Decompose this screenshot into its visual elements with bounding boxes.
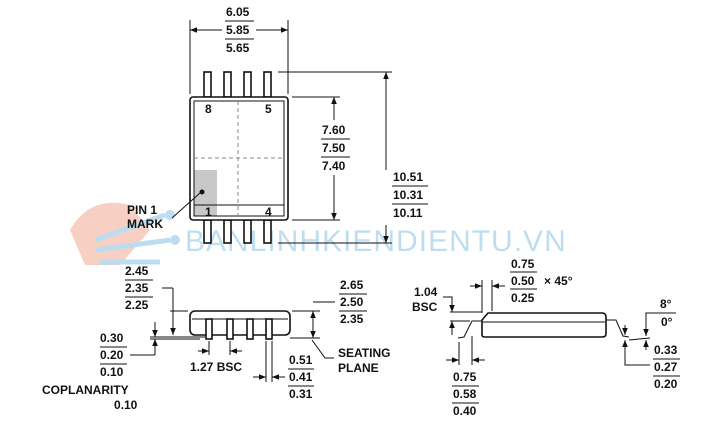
foot-length-dim-min: 0.40 <box>453 404 477 418</box>
standoff-dim-min: 0.10 <box>100 365 124 379</box>
package-body-side <box>189 310 291 336</box>
pin1-mark-line1: PIN 1 <box>127 203 157 217</box>
seating-plane-line2: PLANE <box>338 361 379 375</box>
pitch-dim: 1.27 BSC <box>190 360 242 374</box>
body-height-dim-min: 2.25 <box>125 298 149 312</box>
chamfer-angle: × 45° <box>544 274 573 288</box>
total-height-dim-min: 2.35 <box>340 312 364 326</box>
side-view: 2.45 2.35 2.25 2.65 2.50 2.35 0.30 0.20 … <box>42 264 390 412</box>
chamfer-dim-nom: 0.50 <box>511 274 535 288</box>
body-height-dim-max: 2.45 <box>125 264 149 278</box>
width-dim-min: 5.65 <box>226 41 250 55</box>
pin5-label: 5 <box>265 102 272 116</box>
overall-length-dim-nom: 10.31 <box>393 188 423 202</box>
body-length-dim-max: 7.60 <box>322 123 346 137</box>
pin8-label: 8 <box>205 102 212 116</box>
body-height-dim-nom: 2.35 <box>125 281 149 295</box>
standoff-dim-max: 0.30 <box>100 331 124 345</box>
coplanarity-label: COPLANARITY <box>42 383 129 397</box>
width-dim-nom: 5.85 <box>226 23 250 37</box>
width-dim-max: 6.05 <box>226 5 250 19</box>
watermark-text: BANLINHKIENDIENTU.VN <box>185 225 567 258</box>
body-length-dim-nom: 7.50 <box>322 141 346 155</box>
watermark-logo <box>70 202 180 265</box>
lead-thickness-dim-nom: 0.27 <box>654 360 678 374</box>
lead-width-dim-max: 0.51 <box>289 353 313 367</box>
lead-thickness-dim-min: 0.20 <box>654 377 678 391</box>
body-length-dim-min: 7.40 <box>322 159 346 173</box>
end-view: 0.75 0.50 × 45° 0.25 1.04 BSC 0.75 0.58 … <box>412 257 680 418</box>
top-view: 8 5 1 4 PIN 1 MARK 6.05 5.85 5.65 7.60 7… <box>127 5 428 244</box>
total-height-dim-nom: 2.50 <box>340 295 364 309</box>
overall-length-dim-min: 10.11 <box>393 206 423 220</box>
angle-min: 0° <box>661 315 673 329</box>
lead-offset-value: 1.04 <box>414 285 438 299</box>
foot-length-dim-max: 0.75 <box>453 370 477 384</box>
foot-length-dim-nom: 0.58 <box>453 387 477 401</box>
standoff-dim-nom: 0.20 <box>100 348 124 362</box>
pin1-mark-line2: MARK <box>127 217 163 231</box>
chamfer-dim-min: 0.25 <box>511 291 535 305</box>
pin4-label: 4 <box>265 205 272 219</box>
coplanarity-value: 0.10 <box>114 398 138 412</box>
lead-thickness-dim-max: 0.33 <box>654 343 678 357</box>
total-height-dim-max: 2.65 <box>340 278 364 292</box>
lead-width-dim-nom: 0.41 <box>289 370 313 384</box>
seating-plane-line1: SEATING <box>338 346 390 360</box>
lead-offset-bsc: BSC <box>412 300 438 314</box>
chamfer-dim-max: 0.75 <box>511 257 535 271</box>
angle-max: 8° <box>660 297 672 311</box>
lead-width-dim-min: 0.31 <box>289 387 313 401</box>
pin1-label: 1 <box>205 205 212 219</box>
overall-length-dim-max: 10.51 <box>393 170 423 184</box>
package-body-end <box>481 312 607 338</box>
